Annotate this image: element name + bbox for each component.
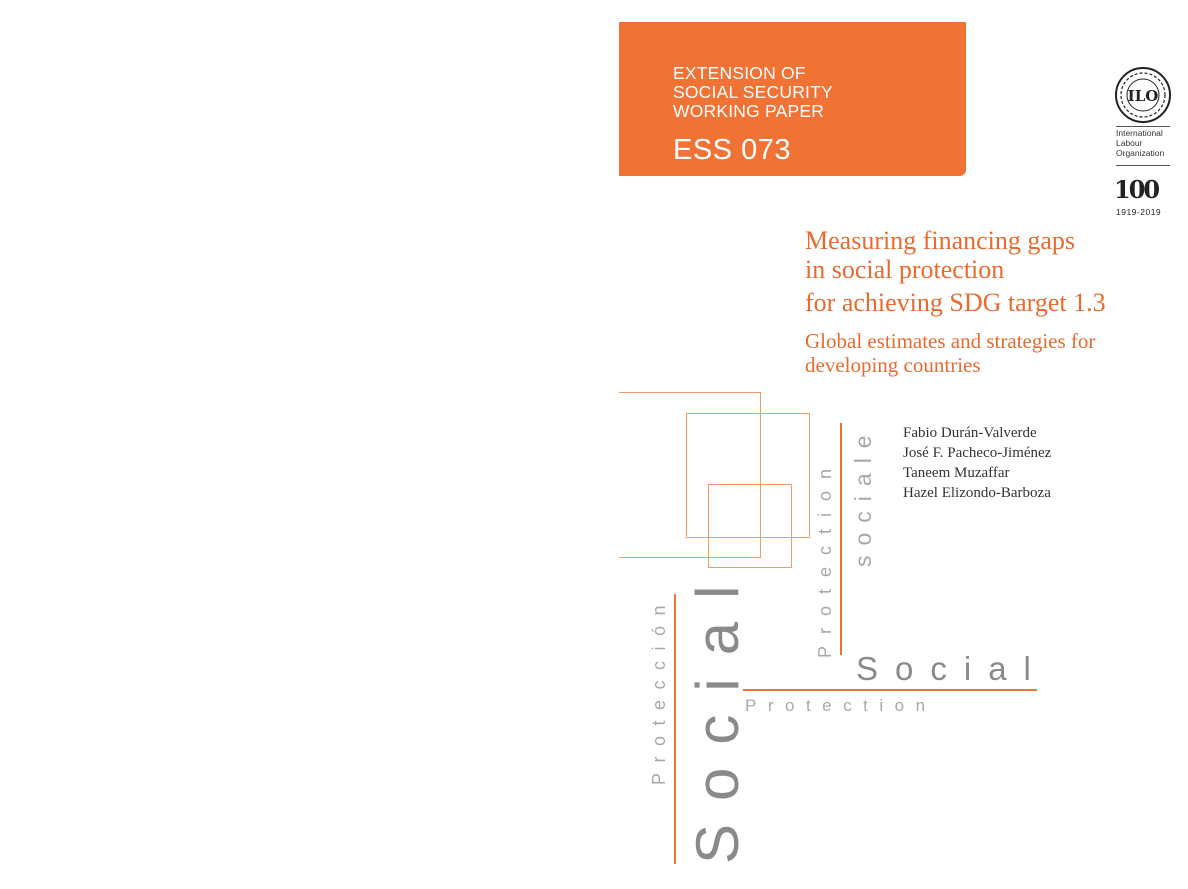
decor-proteccion: Protección <box>649 594 669 785</box>
subtitle-line-2: developing countries <box>805 353 981 377</box>
decor-frame-small <box>708 484 792 568</box>
author: Hazel Elizondo-Barboza <box>903 485 1051 501</box>
ilo-name: International Labour Organization <box>1116 128 1164 158</box>
decor-line-left <box>674 594 676 864</box>
svg-text:ILO: ILO <box>1128 87 1159 105</box>
author: Fabio Durán-Valverde <box>903 425 1037 441</box>
author-list: Fabio Durán-Valverde José F. Pacheco-Jim… <box>903 423 1051 503</box>
decor-frame-medium <box>686 413 810 538</box>
ilo-divider-top <box>1116 126 1170 127</box>
decor-protection-fr: Protection <box>815 456 835 658</box>
title-line-2: in social protection <box>805 255 1005 284</box>
decor-frame-large <box>619 392 761 558</box>
ilo-name-line-1: International <box>1116 128 1163 138</box>
decor-sociale: sociale <box>850 425 876 567</box>
ilo-divider-bottom <box>1116 165 1170 166</box>
series-line-3: WORKING PAPER <box>673 101 825 121</box>
decor-protection-en: Protection <box>745 696 937 715</box>
title-line-1: Measuring financing gaps <box>805 226 1076 255</box>
series-line-2: SOCIAL SECURITY <box>673 82 833 102</box>
decor-social-horizontal: Social <box>856 650 1048 687</box>
ilo-name-line-3: Organization <box>1116 148 1165 158</box>
paper-subtitle: Global estimates and strategies for deve… <box>805 329 1095 377</box>
author: José F. Pacheco-Jiménez <box>903 445 1052 461</box>
paper-code: ESS 073 <box>673 134 791 166</box>
ilo-logo-icon: ILO <box>1115 67 1171 123</box>
paper-title: Measuring financing gaps in social prote… <box>805 226 1106 317</box>
author: Taneem Muzaffar <box>903 465 1010 481</box>
decor-social-vertical: Social <box>684 562 751 864</box>
series-banner: EXTENSION OF SOCIAL SECURITY WORKING PAP… <box>619 22 966 176</box>
series-line-1: EXTENSION OF <box>673 63 806 83</box>
series-label: EXTENSION OF SOCIAL SECURITY WORKING PAP… <box>673 64 833 121</box>
title-line-3: for achieving SDG target 1.3 <box>805 288 1106 317</box>
ilo-name-line-2: Labour <box>1116 138 1143 148</box>
subtitle-line-1: Global estimates and strategies for <box>805 329 1096 353</box>
centenary-mark: 100 <box>1114 175 1160 204</box>
centenary-years: 1919-2019 <box>1116 207 1162 217</box>
decor-line-middle <box>840 423 842 655</box>
decor-line-horizontal <box>743 689 1037 691</box>
